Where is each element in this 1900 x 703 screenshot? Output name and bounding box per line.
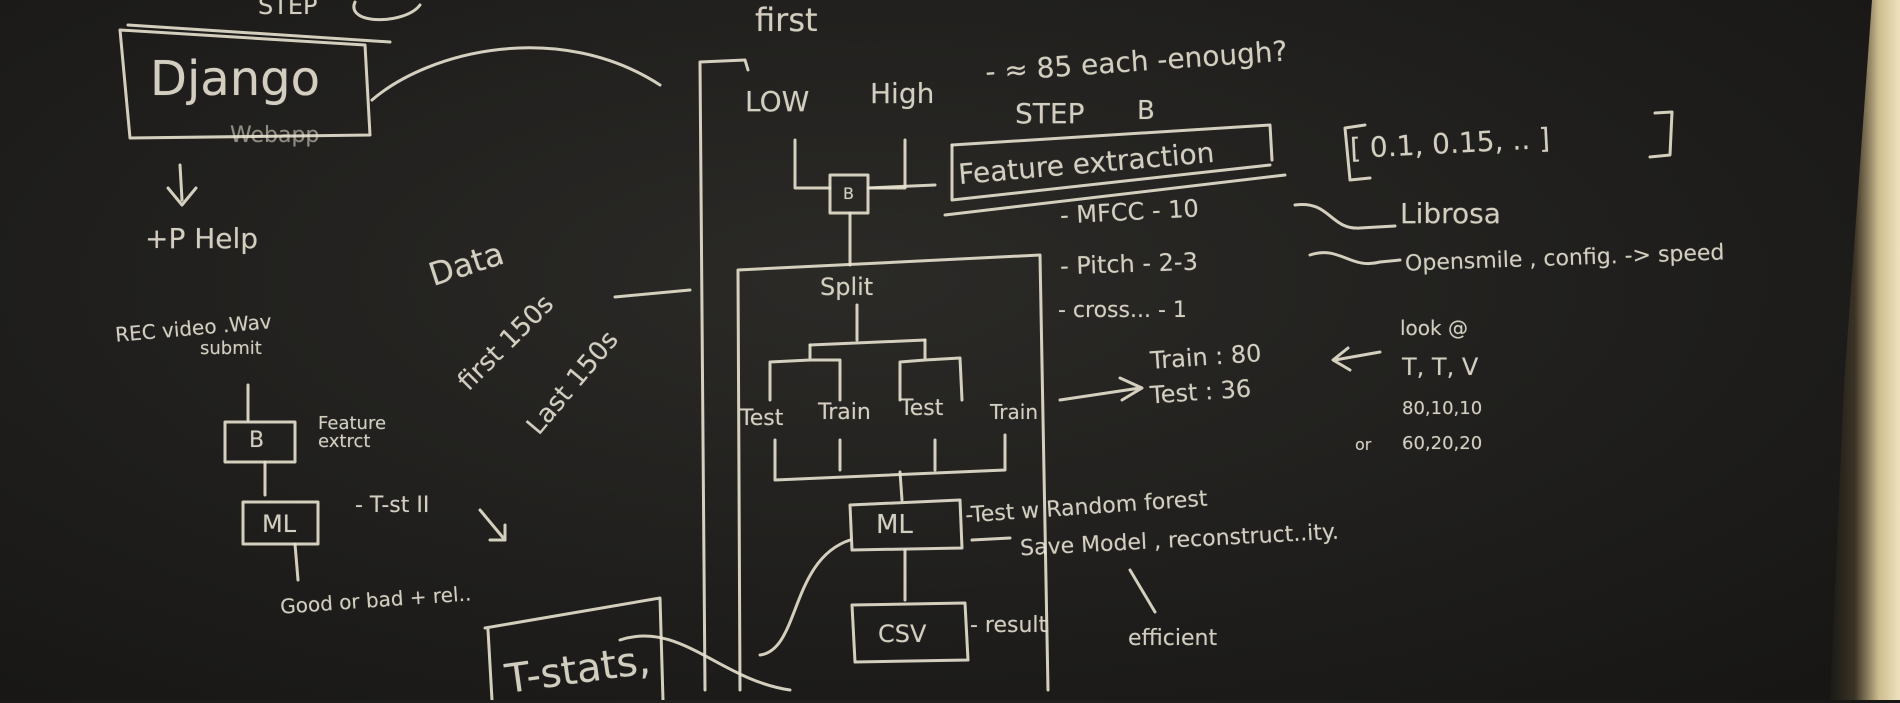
django-label: Django xyxy=(150,51,320,107)
webapp-label: Webapp xyxy=(230,123,320,148)
submit-label: submit xyxy=(200,338,262,359)
first-top-label: first xyxy=(755,1,818,39)
django-box-inner xyxy=(126,23,392,44)
librosa-squiggle xyxy=(1293,202,1397,230)
high-branch xyxy=(868,138,907,190)
test-label-1: Test xyxy=(740,406,784,431)
tst-arrow xyxy=(478,508,507,542)
django-connector xyxy=(370,46,662,102)
t-test-label: - T-st II xyxy=(355,493,430,518)
step-b-badge: B xyxy=(1137,96,1155,126)
join-bar xyxy=(773,433,1007,482)
big-bracket xyxy=(698,58,750,692)
feature-extract-label: Feature extrct xyxy=(318,413,387,452)
ttv-label: T, T, V xyxy=(1402,353,1479,381)
test-label-2: Test xyxy=(900,396,944,421)
list-bracket-right xyxy=(1648,110,1674,159)
step-b-label: STEP xyxy=(1015,97,1085,130)
or-label: or xyxy=(1355,435,1372,454)
feature-box-top xyxy=(950,123,1274,162)
left-ml-box xyxy=(241,500,320,546)
left-flow-line3 xyxy=(293,542,300,582)
result-label: - result xyxy=(970,613,1048,638)
tstats-curve xyxy=(618,634,792,692)
tp-help-label: +P Help xyxy=(145,222,259,255)
left-ml-label: ML xyxy=(262,510,297,538)
list-bracket-left xyxy=(1343,123,1372,182)
train-80-label: Train : 80 xyxy=(1149,339,1263,375)
cross-label: - cross... - 1 xyxy=(1058,298,1187,323)
join-stem xyxy=(898,470,904,502)
train-label-2: Train xyxy=(990,400,1038,424)
django-box xyxy=(118,28,372,140)
look-at-label: look @ xyxy=(1400,316,1468,340)
ml-box xyxy=(848,498,964,552)
ratio-2-label: 60,20,20 xyxy=(1402,433,1483,454)
b-box-badge: B xyxy=(843,184,854,203)
csv-label: CSV xyxy=(878,620,927,648)
split-box xyxy=(736,253,1050,692)
train-arrow xyxy=(1058,376,1144,402)
split-label: Split xyxy=(820,273,874,301)
data-connector xyxy=(613,288,692,299)
efficient-line xyxy=(1128,568,1157,614)
feature-box-left xyxy=(950,143,1272,202)
low-label: LOW xyxy=(745,85,810,118)
django-arrow xyxy=(166,163,198,207)
b-to-feature xyxy=(866,183,937,190)
tstats-box xyxy=(483,596,665,700)
librosa-label: Librosa xyxy=(1400,197,1501,230)
low-branch xyxy=(793,138,832,190)
mfcc-label: - MFCC - 10 xyxy=(1059,194,1200,230)
high-label: High xyxy=(870,77,935,110)
save-dash xyxy=(970,536,1012,542)
pitch-label: - Pitch - 2-3 xyxy=(1059,247,1199,281)
opensmile-squiggle xyxy=(1308,251,1402,265)
ttv-arrow xyxy=(1331,346,1382,372)
split-left xyxy=(768,343,842,402)
efficient-label: efficient xyxy=(1128,626,1218,651)
ml-curve xyxy=(758,538,852,657)
csv-box xyxy=(850,601,970,664)
step-label-top: STEP xyxy=(258,0,318,20)
step-circle-top xyxy=(352,0,422,22)
split-bar xyxy=(808,338,927,347)
ratio-1-label: 80,10,10 xyxy=(1402,398,1483,419)
train-label-1: Train xyxy=(818,400,871,425)
feature-underline xyxy=(943,173,1287,217)
left-b-badge: B xyxy=(249,428,265,453)
split-right xyxy=(898,338,964,402)
ml-box-label: ML xyxy=(876,510,913,540)
test-36-label: Test : 36 xyxy=(1149,374,1253,410)
left-b-box xyxy=(223,420,297,464)
